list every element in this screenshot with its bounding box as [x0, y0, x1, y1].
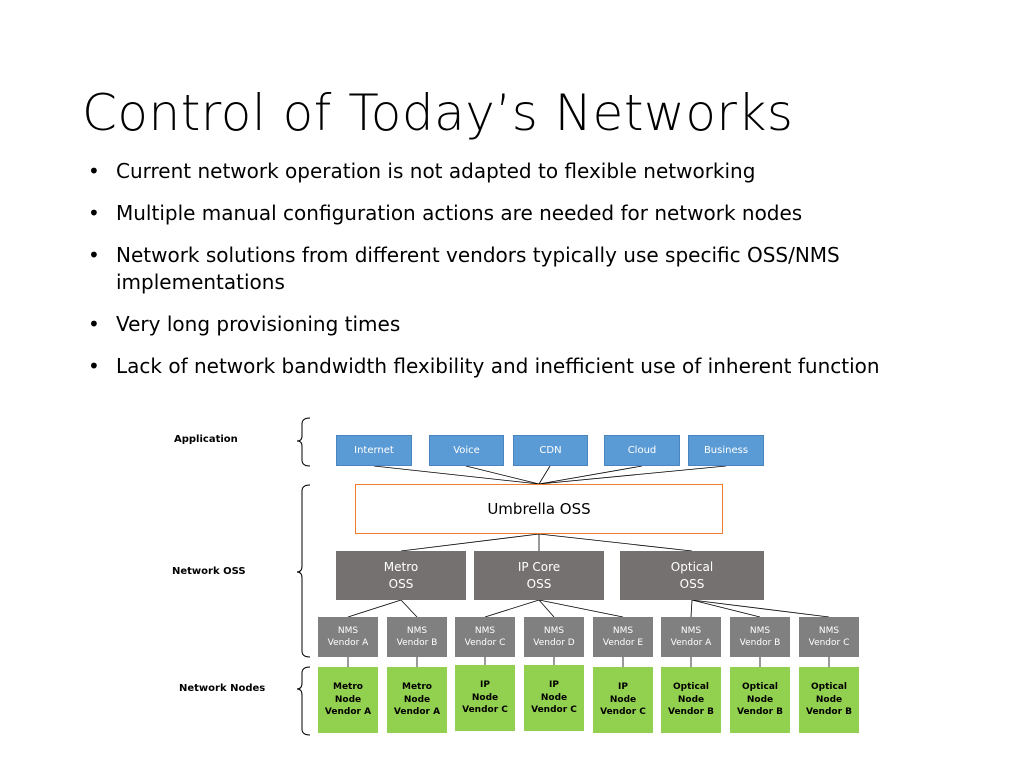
nms-box: NMS Vendor C	[455, 617, 515, 657]
node-box: IP Node Vendor C	[524, 665, 584, 731]
bullet-item: Very long provisioning times	[88, 311, 968, 338]
layer-label-network-oss: Network OSS	[172, 566, 246, 577]
nms-connectors	[347, 657, 830, 667]
app-box-internet: Internet	[336, 435, 412, 466]
nms-box: NMS Vendor C	[799, 617, 859, 657]
node-box: Metro Node Vendor A	[387, 667, 447, 733]
bullet-item: Network solutions from different vendors…	[88, 242, 968, 296]
node-box: IP Node Vendor C	[593, 667, 653, 733]
app-box-cloud: Cloud	[604, 435, 680, 466]
app-connectors	[373, 465, 727, 485]
layer-label-application: Application	[174, 434, 238, 445]
layer-brackets	[296, 417, 311, 736]
nms-box: NMS Vendor A	[318, 617, 378, 657]
umbrella-connectors	[400, 533, 693, 552]
nms-box: NMS Vendor E	[593, 617, 653, 657]
oss-box-optical: Optical OSS	[620, 551, 764, 600]
bracket-network-oss	[296, 484, 311, 658]
app-box-cdn: CDN	[513, 435, 588, 466]
bracket-network-nodes	[296, 666, 311, 736]
bullet-list: Current network operation is not adapted…	[88, 158, 968, 395]
umbrella-oss-box: Umbrella OSS	[355, 484, 723, 534]
bullet-item: Lack of network bandwidth flexibility an…	[88, 353, 968, 380]
oss-box-ip-core: IP Core OSS	[474, 551, 604, 600]
nms-box: NMS Vendor D	[524, 617, 584, 657]
nms-box: NMS Vendor B	[387, 617, 447, 657]
node-box: IP Node Vendor C	[455, 665, 515, 731]
nms-box: NMS Vendor B	[730, 617, 790, 657]
nms-box: NMS Vendor A	[661, 617, 721, 657]
node-box: Optical Node Vendor B	[799, 667, 859, 733]
bracket-application	[296, 417, 311, 467]
oss-connectors	[347, 599, 830, 618]
node-box: Metro Node Vendor A	[318, 667, 378, 733]
app-box-voice: Voice	[429, 435, 504, 466]
app-box-business: Business	[688, 435, 764, 466]
bullet-item: Current network operation is not adapted…	[88, 158, 968, 185]
layer-label-network-nodes: Network Nodes	[179, 683, 266, 694]
oss-box-metro: Metro OSS	[336, 551, 466, 600]
node-box: Optical Node Vendor B	[730, 667, 790, 733]
slide-title: Control of Today’s Networks	[82, 84, 794, 142]
bullet-item: Multiple manual configuration actions ar…	[88, 200, 968, 227]
node-box: Optical Node Vendor B	[661, 667, 721, 733]
